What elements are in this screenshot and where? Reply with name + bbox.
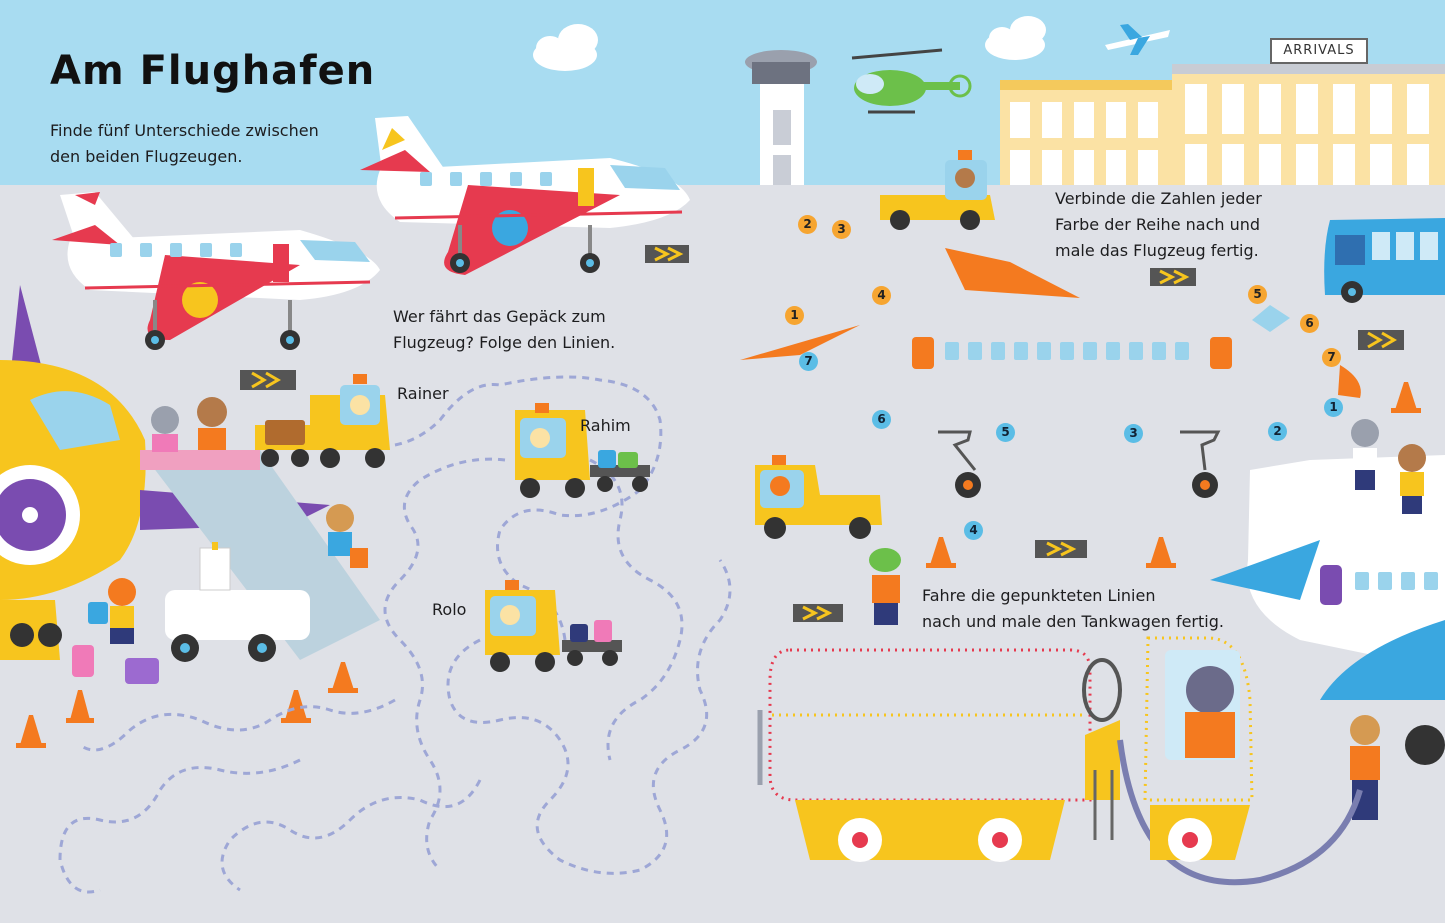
tug-truck <box>880 150 995 230</box>
cat-passenger-icon <box>151 406 179 452</box>
maze-instruction-line1: Wer fährt das Gepäck zum <box>393 307 606 326</box>
orange-dot-1[interactable]: 1 <box>785 306 804 325</box>
direction-sign-icon <box>645 245 689 263</box>
bear-passenger-icon <box>197 397 227 450</box>
direction-sign-icon <box>1150 268 1196 286</box>
small-plane-icon <box>1105 24 1170 55</box>
fuel-instruction-line1: Fahre die gepunkteten Linien <box>922 586 1156 605</box>
direction-sign-icon <box>1035 540 1087 558</box>
blue-dot-5[interactable]: 5 <box>996 423 1015 442</box>
control-tower <box>745 50 817 185</box>
fox-worker-icon <box>108 578 136 644</box>
baggage-truck-rahim <box>515 403 650 498</box>
orange-dot-4[interactable]: 4 <box>872 286 891 305</box>
driver-label-rolo: Rolo <box>432 600 467 619</box>
suitcase-icon <box>88 602 108 624</box>
traffic-cone-icon <box>16 382 1421 748</box>
plane-left <box>52 192 380 350</box>
blue-dot-1[interactable]: 1 <box>1324 398 1343 417</box>
fuel-instruction-line2: nach und male den Tankwagen fertig. <box>922 612 1224 631</box>
dog-passenger-icon <box>326 504 368 568</box>
baggage-truck-rainer <box>255 374 390 468</box>
blue-dot-4[interactable]: 4 <box>964 521 983 540</box>
cloud-icon <box>985 16 1046 60</box>
blue-dot-3[interactable]: 3 <box>1124 424 1143 443</box>
baggage-truck-rolo <box>485 580 622 672</box>
suitcase-icon <box>125 658 159 684</box>
helicopter-icon <box>851 48 972 114</box>
white-plane-right <box>1210 455 1445 765</box>
dots-instruction-line3: male das Flugzeug fertig. <box>1055 241 1259 260</box>
orange-dot-3[interactable]: 3 <box>832 220 851 239</box>
orange-dot-5[interactable]: 5 <box>1248 285 1267 304</box>
direction-sign-icon <box>1358 330 1404 350</box>
intro-text-line2: den beiden Flugzeugen. <box>50 147 243 166</box>
blue-dot-2[interactable]: 2 <box>1268 422 1287 441</box>
orange-dot-7[interactable]: 7 <box>1322 348 1341 367</box>
orange-dot-2[interactable]: 2 <box>798 215 817 234</box>
dots-instruction-line2: Farbe der Reihe nach und <box>1055 215 1261 234</box>
dots-plane-pieces <box>740 248 1361 498</box>
bus-icon <box>1324 218 1445 303</box>
arrivals-sign: ARRIVALS <box>1270 38 1368 64</box>
maze-path <box>58 375 732 894</box>
dots-instruction-line1: Verbinde die Zahlen jeder <box>1055 189 1262 208</box>
page-title: Am Flughafen <box>50 48 376 94</box>
plane-right <box>360 116 690 275</box>
blue-dot-6[interactable]: 6 <box>872 410 891 429</box>
fox-worker-right-icon <box>1350 715 1380 820</box>
tug-truck-fox <box>755 455 882 539</box>
intro-text-line1: Finde fünf Unterschiede zwischen <box>50 121 319 140</box>
boarding-stairs <box>140 450 380 662</box>
koala-worker-icon <box>1351 419 1379 490</box>
direction-sign-icon <box>793 604 843 622</box>
terminal-building <box>1000 64 1445 185</box>
cloud-icon <box>533 24 598 71</box>
crocodile-worker-icon <box>869 548 901 625</box>
suitcase-icon <box>72 645 94 677</box>
direction-sign-icon <box>240 370 296 390</box>
driver-label-rahim: Rahim <box>580 416 631 435</box>
blue-dot-7[interactable]: 7 <box>799 352 818 371</box>
bear-worker-icon <box>1398 444 1426 514</box>
orange-dot-6[interactable]: 6 <box>1300 314 1319 333</box>
fuel-tanker <box>757 636 1363 886</box>
maze-instruction-line2: Flugzeug? Folge den Linien. <box>393 333 616 352</box>
driver-label-rainer: Rainer <box>397 384 449 403</box>
